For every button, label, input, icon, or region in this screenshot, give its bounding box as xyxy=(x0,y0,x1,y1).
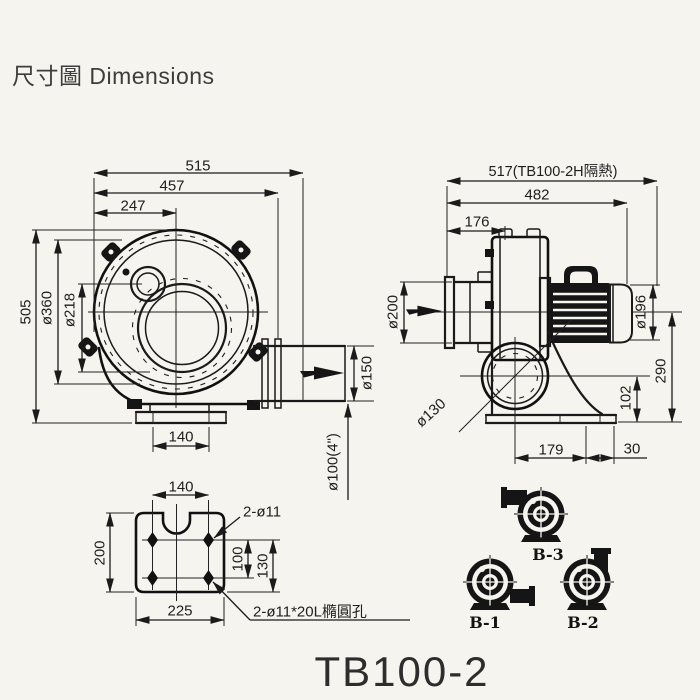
front-view: 515 457 247 505 ø360 ø218 140 xyxy=(18,158,376,500)
dim-base-offset: 30 xyxy=(624,441,641,458)
orientation-view-b1: B-1 xyxy=(463,555,535,632)
casing-side xyxy=(485,228,550,417)
dim-length-overall-insulated: 517(TB100-2H隔熱) xyxy=(489,163,618,180)
orientation-view-b3: B-3 xyxy=(501,487,568,564)
outlet-duct xyxy=(252,338,347,409)
flange-lug xyxy=(101,242,121,262)
dim-hole-to-edge: 130 xyxy=(255,553,272,578)
orientation-label-b1: B-1 xyxy=(469,613,501,632)
dim-hole-spacing-x: 140 xyxy=(168,479,193,496)
impeller-circle xyxy=(136,282,228,374)
dim-length-overall: 482 xyxy=(524,187,549,204)
flange-lug xyxy=(231,240,251,260)
front-dimensions: 515 457 247 505 ø360 ø218 140 xyxy=(18,158,376,500)
side-dimensions: 517(TB100-2H隔熱) 482 176 ø200 ø196 290 10… xyxy=(385,163,682,464)
dim-depth: 200 xyxy=(92,540,109,565)
orientation-label-b2: B-2 xyxy=(567,613,599,632)
base-plate-view: 140 200 225 100 130 2-ø11 2-ø11*20L橢圓孔 xyxy=(92,479,410,626)
dim-hole-spacing-y: 100 xyxy=(230,546,247,571)
orientation-view-b2: B-2 xyxy=(560,548,614,632)
motor xyxy=(538,266,633,348)
outlet-port-circle xyxy=(458,319,650,464)
dim-width-overall: 515 xyxy=(185,158,210,175)
dim-motor-diameter: ø196 xyxy=(633,295,650,329)
front-base-plate xyxy=(134,410,228,425)
dim-foot-hole-spacing: 140 xyxy=(168,429,193,446)
motor-end-cap xyxy=(609,283,633,344)
mounting-holes xyxy=(147,532,214,586)
dim-outlet-port-diameter: ø100(4") xyxy=(325,433,342,491)
flange-lug xyxy=(78,337,98,357)
dim-inner-diameter: ø218 xyxy=(62,293,79,327)
pedestal-curve xyxy=(546,330,604,416)
side-base-plate xyxy=(484,413,618,425)
dim-inlet-diameter: ø200 xyxy=(385,295,402,329)
dim-base-length: 179 xyxy=(538,442,563,459)
label-round-holes: 2-ø11 xyxy=(243,504,281,521)
orientation-label-b3: B-3 xyxy=(532,545,564,564)
dim-width-to-center: 247 xyxy=(120,198,145,215)
side-view: 517(TB100-2H隔熱) 482 176 ø200 ø196 290 10… xyxy=(385,163,682,464)
airflow-arrow-icon xyxy=(405,305,443,317)
dim-width-to-flange: 457 xyxy=(159,178,184,195)
dim-centerline-height: 290 xyxy=(653,358,670,383)
dim-port-diameter: ø130 xyxy=(413,395,450,431)
dim-port-center-height: 102 xyxy=(618,385,635,410)
airflow-arrow-icon xyxy=(300,366,344,380)
label-oval-holes: 2-ø11*20L橢圓孔 xyxy=(253,604,367,621)
dim-outlet-flange-diameter: ø150 xyxy=(359,356,376,390)
dim-inlet-length: 176 xyxy=(464,214,489,231)
inlet-duct xyxy=(443,271,494,353)
model-number: TB100-2 xyxy=(314,648,489,695)
dim-casing-diameter: ø360 xyxy=(39,291,56,325)
base-plate-dimensions: 140 200 225 100 130 2-ø11 2-ø11*20L橢圓孔 xyxy=(92,479,410,626)
page-title: 尺寸圖 Dimensions xyxy=(12,63,215,89)
dim-height-overall: 505 xyxy=(18,299,35,324)
dim-width: 225 xyxy=(167,603,192,620)
flange-lug xyxy=(248,342,268,362)
